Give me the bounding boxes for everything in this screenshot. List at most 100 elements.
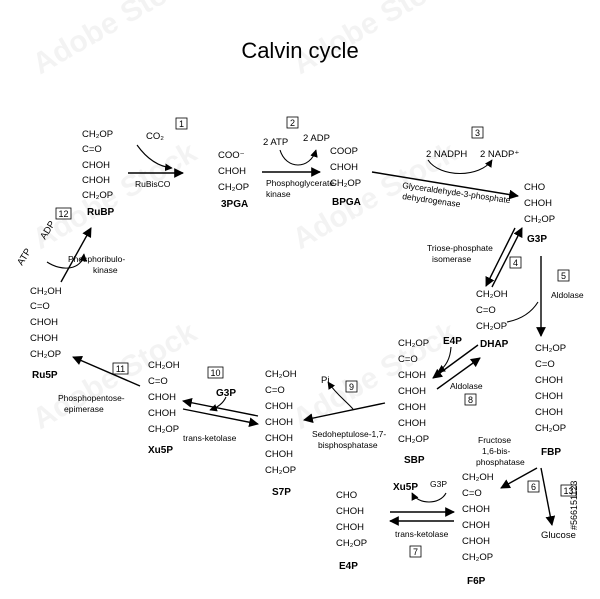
reaction-step-10: G3P trans-ketolase 10	[182, 366, 259, 443]
reaction-step-7: Xu5P G3P trans-ketolase 7	[389, 479, 455, 558]
label-sbp: SBP	[404, 455, 425, 466]
svg-text:CH₂OH: CH₂OH	[265, 369, 297, 380]
arrow-g3p-in	[209, 396, 227, 412]
svg-text:CH₂OP: CH₂OP	[30, 349, 61, 360]
svg-text:CH₂OP: CH₂OP	[82, 190, 113, 201]
svg-text:4: 4	[513, 258, 518, 268]
svg-text:CH₂OP: CH₂OP	[336, 538, 367, 549]
enzyme-rpe: Phosphopentose-	[58, 393, 125, 403]
svg-text:CH₂OP: CH₂OP	[462, 552, 493, 563]
stock-id: #566151123	[569, 481, 579, 530]
molecule-rubp: CH₂OP C=O CHOH CHOH CH₂OP RuBP	[82, 129, 115, 218]
svg-text:CH₂OP: CH₂OP	[535, 423, 566, 434]
label-rubp: RuBP	[87, 207, 115, 218]
molecule-e4p: CHO CHOH CHOH CH₂OP E4P	[336, 490, 367, 572]
svg-text:CHOH: CHOH	[398, 370, 426, 381]
arrow-sbp-to-s7p	[303, 402, 386, 423]
svg-text:CHOH: CHOH	[336, 522, 364, 533]
enzyme-prk: Phosphoribulo-	[68, 254, 125, 264]
molecule-xu5p: CH₂OH C=O CHOH CHOH CH₂OP Xu5P	[148, 360, 180, 456]
arrow-fbp-to-f6p	[500, 467, 538, 489]
svg-text:COOP: COOP	[330, 146, 358, 157]
arrow-dhap-to-g3p	[491, 227, 523, 288]
step-box-7	[409, 545, 422, 558]
svg-text:CH₂OP: CH₂OP	[265, 465, 296, 476]
svg-text:CH₂OH: CH₂OH	[462, 472, 494, 483]
enzyme-fbpase: Fructose	[478, 435, 511, 445]
step-box-2	[286, 116, 299, 129]
label-ru5p: Ru5P	[32, 370, 58, 381]
molecule-3pga: COO⁻ CHOH CH₂OP 3PGA	[218, 150, 249, 210]
step-box-4	[509, 256, 522, 269]
enzyme-rubisco: RuBisCO	[135, 179, 171, 189]
product-glucose: Glucose	[541, 530, 576, 541]
svg-text:CH₂OH: CH₂OH	[476, 289, 508, 300]
label-e4p: E4P	[339, 561, 358, 572]
svg-text:COO⁻: COO⁻	[218, 150, 245, 161]
svg-text:CH₂OP: CH₂OP	[524, 214, 555, 225]
svg-text:CHOH: CHOH	[524, 198, 552, 209]
svg-text:CH₂OP: CH₂OP	[398, 338, 429, 349]
label-f6p: F6P	[467, 576, 486, 587]
svg-text:CHOH: CHOH	[462, 504, 490, 515]
svg-text:9: 9	[349, 382, 354, 392]
enzyme-transketolase-10: trans-ketolase	[183, 433, 237, 443]
arrow-dhap-join	[506, 301, 539, 323]
svg-text:11: 11	[116, 364, 125, 374]
svg-text:CHOH: CHOH	[265, 433, 293, 444]
molecule-ru5p: CH₂OH C=O CHOH CHOH CH₂OP Ru5P	[30, 286, 62, 381]
svg-text:CHOH: CHOH	[265, 449, 293, 460]
step-box-12	[55, 207, 72, 220]
molecule-sbp: CH₂OP C=O CHOH CHOH CHOH CHOH CH₂OP SBP	[398, 338, 429, 466]
svg-text:epimerase: epimerase	[64, 404, 104, 414]
svg-text:CHOH: CHOH	[30, 333, 58, 344]
reaction-step-9: Pi Sedoheptulose-1,7- bisphosphatase 9	[303, 375, 386, 450]
svg-text:CHO: CHO	[524, 182, 545, 193]
svg-text:CHOH: CHOH	[265, 401, 293, 412]
svg-text:CHOH: CHOH	[148, 392, 176, 403]
cofactor-pi: Pi	[321, 375, 329, 386]
svg-text:CH₂OP: CH₂OP	[218, 182, 249, 193]
svg-text:CH₂OH: CH₂OH	[30, 286, 62, 297]
arrow-fbp-to-glucose	[540, 467, 556, 526]
cofactor-g3p-in: G3P	[216, 388, 236, 399]
label-3pga: 3PGA	[221, 199, 248, 210]
label-g3p: G3P	[527, 234, 547, 245]
enzyme-sbpase: Sedoheptulose-1,7-	[312, 429, 386, 439]
svg-text:CHOH: CHOH	[82, 175, 110, 186]
step-box-10	[207, 366, 224, 379]
svg-text:isomerase: isomerase	[432, 254, 471, 264]
arrow-bpga-to-g3p	[371, 171, 519, 200]
step-box-5	[557, 269, 570, 282]
svg-text:CHOH: CHOH	[535, 375, 563, 386]
svg-text:CH₂OP: CH₂OP	[476, 321, 507, 332]
step-box-1	[175, 117, 188, 130]
cofactor-atp: ATP	[15, 247, 34, 268]
cofactor-co2: CO₂	[146, 131, 164, 142]
arrow-xu5p-out	[411, 492, 447, 503]
svg-text:CHOH: CHOH	[398, 386, 426, 397]
cofactor-2-atp: 2 ATP	[263, 137, 288, 148]
svg-text:phosphatase: phosphatase	[476, 457, 525, 467]
step-box-11	[112, 362, 129, 375]
arrow-e4p-in	[437, 346, 452, 373]
label-fbp: FBP	[541, 447, 561, 458]
svg-text:CHOH: CHOH	[398, 402, 426, 413]
reaction-step-4: Triose-phosphate isomerase 4	[427, 227, 523, 288]
svg-text:CHOH: CHOH	[30, 317, 58, 328]
reaction-step-6: Fructose 1,6-bis- phosphatase Glucose 6 …	[476, 435, 577, 541]
molecule-bpga: COOP CHOH CH₂OP BPGA	[330, 146, 361, 208]
reaction-step-8: E4P Aldolase 8	[432, 336, 483, 406]
svg-text:CHOH: CHOH	[462, 520, 490, 531]
svg-text:C=O: C=O	[398, 354, 418, 365]
arrow-atp-adp-12	[46, 253, 87, 269]
svg-text:12: 12	[58, 209, 68, 219]
diagram-title: Calvin cycle	[241, 38, 358, 63]
arrow-pi-out	[327, 381, 354, 410]
reaction-step-2: 2 ATP 2 ADP Phosphoglycerate- kinase 2	[262, 116, 337, 199]
step-box-13	[560, 484, 577, 497]
svg-text:C=O: C=O	[535, 359, 555, 370]
arrow-xu5p-to-s7p	[182, 408, 259, 428]
molecule-g3p: CHO CHOH CH₂OP G3P	[524, 182, 555, 245]
step-box-6	[527, 480, 540, 493]
